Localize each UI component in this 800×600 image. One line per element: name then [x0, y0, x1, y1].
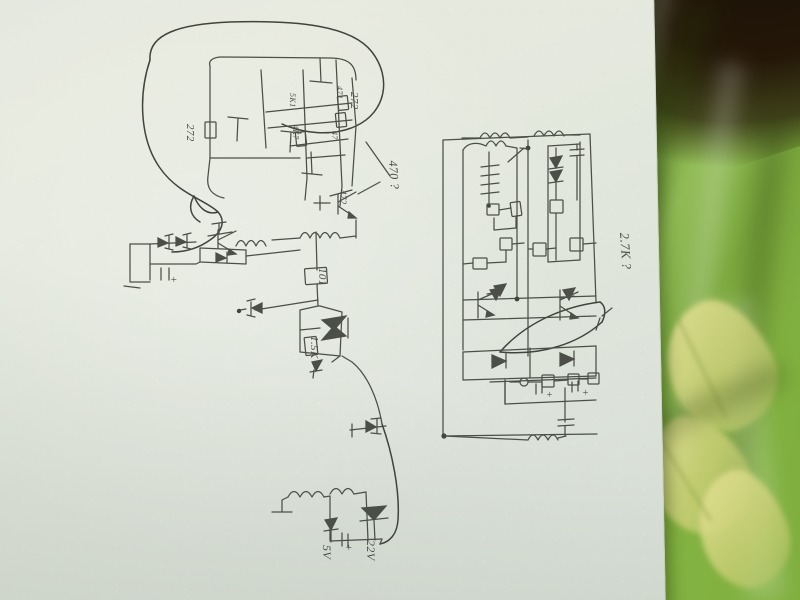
label-1k5: 1.5K [308, 336, 320, 359]
label-cap-plus-bottom: + [345, 542, 353, 554]
label-5v: 5V [320, 545, 334, 560]
label-cap-plus-left: + [170, 274, 178, 286]
label-472: 472 [338, 190, 348, 205]
label-cap-plus-r1: + [546, 390, 554, 401]
label-272-right: 272 [348, 92, 360, 110]
label-4k7: 4K7 [291, 125, 300, 140]
label-cap-plus-r2: + [582, 388, 590, 399]
label-101: 101 [316, 268, 328, 286]
label-5k1: 5K1 [288, 93, 297, 108]
annotation-470: 470 ? [386, 160, 403, 190]
label-471: 471 [335, 86, 344, 100]
annotation-27k: 2.7K ? [617, 232, 635, 271]
label-22v: 22V [364, 540, 378, 561]
label-47: 47 [330, 131, 339, 140]
label-272-left: 272 [184, 124, 196, 142]
